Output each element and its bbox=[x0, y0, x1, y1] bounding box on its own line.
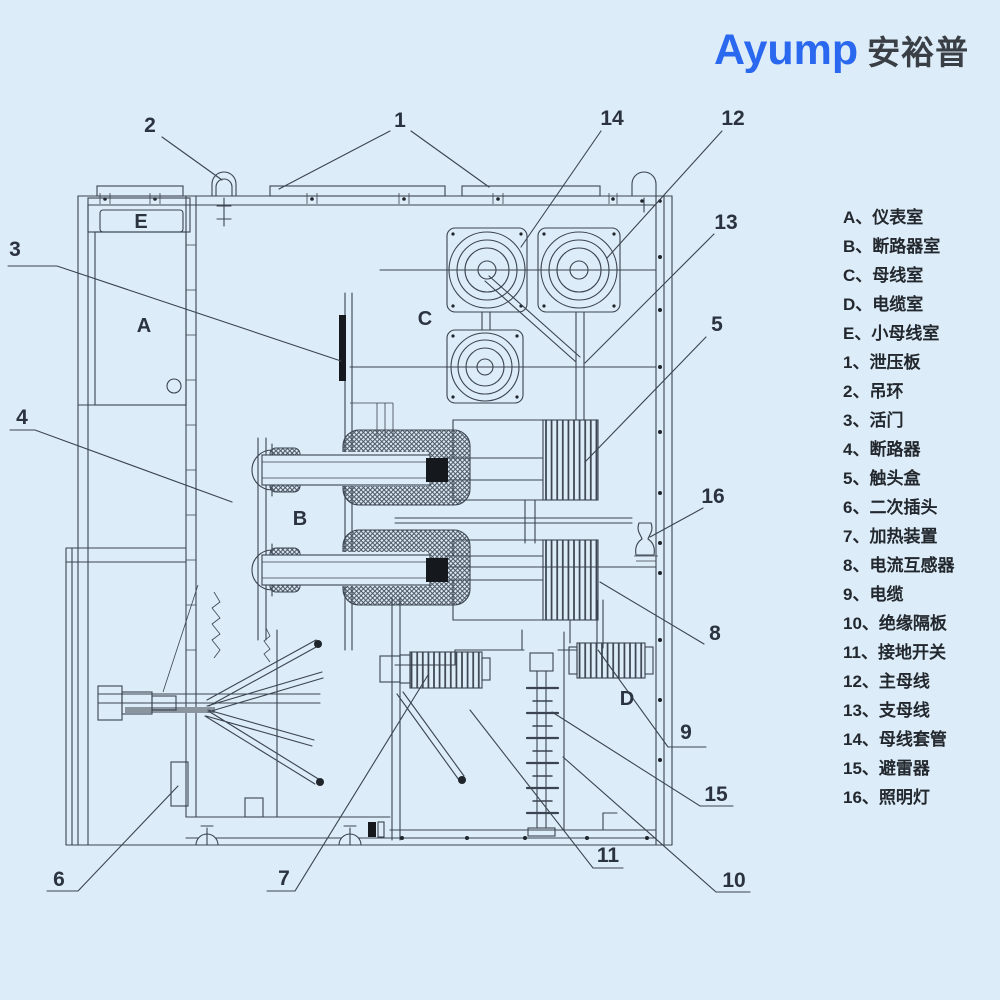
breaker-pole-upper bbox=[251, 419, 599, 506]
callout-labels: 1 2 3 4 5 6 7 8 9 10 11 12 13 14 15 16 A… bbox=[9, 107, 746, 892]
instrument-room bbox=[65, 231, 187, 846]
spring bbox=[263, 627, 271, 663]
callout-8: 8 bbox=[709, 622, 721, 645]
legend-item: C、母线室 bbox=[843, 266, 924, 285]
callout-15: 15 bbox=[704, 783, 728, 806]
legend-item: 11、接地开关 bbox=[843, 643, 946, 662]
busbar-room bbox=[339, 227, 657, 651]
callout-5: 5 bbox=[711, 313, 723, 336]
breaker-pole-lower bbox=[251, 529, 599, 621]
cable bbox=[596, 599, 604, 649]
divider-wall bbox=[185, 195, 197, 818]
brand-logo-cjk: 安裕普 bbox=[867, 34, 970, 71]
legend-item: E、小母线室 bbox=[843, 324, 940, 343]
breaker-room bbox=[251, 419, 658, 641]
legend-item: 14、母线套管 bbox=[843, 730, 947, 749]
legend-item: 16、照明灯 bbox=[843, 788, 930, 807]
callout-3: 3 bbox=[9, 238, 21, 261]
legend-item: 13、支母线 bbox=[843, 701, 930, 720]
relief-plate-right bbox=[461, 185, 601, 197]
breaker-truck bbox=[97, 584, 391, 846]
busbar-bushing-2 bbox=[537, 227, 621, 313]
legend-item: 3、活门 bbox=[843, 411, 904, 430]
door-knob bbox=[166, 378, 182, 394]
callout-12: 12 bbox=[721, 107, 744, 130]
right-wall-bolts bbox=[658, 255, 662, 762]
callout-16: 16 bbox=[701, 485, 724, 508]
legend-item: 4、断路器 bbox=[843, 440, 921, 459]
busbar-bushing-3 bbox=[446, 329, 524, 404]
callout-10: 10 bbox=[722, 869, 745, 892]
callout-13: 13 bbox=[714, 211, 737, 234]
leader-lines bbox=[7, 130, 751, 893]
callout-6: 6 bbox=[53, 868, 65, 891]
legend-item: 9、电缆 bbox=[843, 585, 904, 604]
secondary-plug-box bbox=[170, 761, 189, 807]
heater-left bbox=[409, 651, 483, 689]
lifting-eye-right bbox=[631, 171, 657, 197]
shutter-plate bbox=[339, 315, 346, 381]
cable-room bbox=[379, 597, 657, 841]
brand-logo-latin: Ayump bbox=[714, 26, 859, 74]
cabinet-frame bbox=[65, 171, 673, 846]
surge-arrester bbox=[525, 652, 560, 837]
branch-busbar bbox=[484, 275, 585, 421]
callout-2: 2 bbox=[144, 114, 156, 137]
lamp bbox=[635, 522, 655, 556]
callout-9: 9 bbox=[680, 721, 692, 744]
linkage-rod bbox=[394, 499, 633, 544]
brand-logo: Ayump 安裕普 bbox=[714, 26, 969, 75]
heater-right bbox=[576, 642, 646, 679]
legend-item: 12、主母线 bbox=[843, 672, 930, 691]
legend-item: 6、二次插头 bbox=[843, 498, 938, 517]
room-label-E: E bbox=[134, 211, 147, 233]
callout-7: 7 bbox=[278, 867, 290, 890]
room-label-D: D bbox=[620, 688, 634, 710]
legend-item: 8、电流互感器 bbox=[843, 556, 955, 575]
legend-item: 2、吊环 bbox=[843, 382, 904, 401]
legend-item: 10、绝缘隔板 bbox=[843, 614, 947, 633]
contact-tip-lower bbox=[426, 558, 448, 582]
legend-item: 15、避雷器 bbox=[843, 759, 930, 778]
legend-item: 5、触头盒 bbox=[843, 469, 921, 488]
legend: A、仪表室 B、断路器室 C、母线室 D、电缆室 E、小母线室 1、泄压板 2、… bbox=[843, 203, 954, 812]
current-transformer bbox=[542, 539, 599, 621]
room-label-A: A bbox=[137, 315, 151, 337]
room-label-C: C bbox=[418, 308, 432, 330]
legend-item: A、仪表室 bbox=[843, 208, 924, 227]
legend-item: D、电缆室 bbox=[843, 295, 924, 314]
relief-plate-mid bbox=[269, 185, 446, 197]
legend-item: 7、加热装置 bbox=[843, 527, 938, 546]
legend-item: B、断路器室 bbox=[843, 237, 941, 256]
lifting-eye-left bbox=[211, 171, 237, 197]
callout-1: 1 bbox=[394, 109, 406, 132]
spring bbox=[211, 591, 221, 659]
callout-4: 4 bbox=[16, 406, 28, 429]
busbar-bushing-1 bbox=[446, 227, 528, 313]
contact-box-upper bbox=[542, 419, 599, 501]
relief-plate-left bbox=[96, 185, 184, 197]
callout-11: 11 bbox=[597, 844, 620, 867]
legend-item: 1、泄压板 bbox=[843, 353, 921, 372]
contact-tip-upper bbox=[426, 458, 448, 482]
callout-14: 14 bbox=[600, 107, 624, 130]
room-label-B: B bbox=[293, 508, 307, 530]
